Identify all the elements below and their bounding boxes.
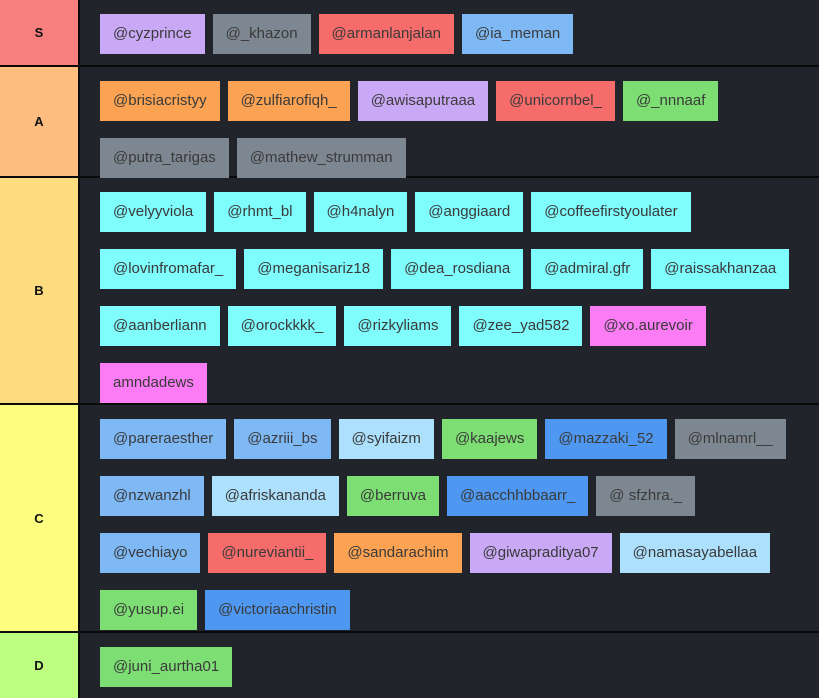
list-item[interactable]: @zee_yad582 (459, 306, 583, 346)
list-item[interactable]: @coffeefirstyoulater (531, 192, 691, 232)
list-item[interactable]: @dea_rosdiana (391, 249, 524, 289)
list-item[interactable]: @giwapraditya07 (469, 533, 612, 573)
list-item[interactable]: @_nnnaaf (622, 81, 719, 121)
list-item[interactable]: @h4nalyn (313, 192, 408, 232)
list-item[interactable]: @aacchhbbaarr_ (446, 476, 589, 516)
tier-items-c: @pareraesther @azriii_bs @syifaizm @kaaj… (80, 405, 819, 631)
tier-items-d: @juni_aurtha01 (80, 633, 819, 698)
list-item[interactable]: @ sfzhra._ (596, 476, 696, 516)
list-item[interactable]: @orockkkk_ (227, 306, 337, 346)
list-item[interactable]: @afriskananda (211, 476, 339, 516)
list-item[interactable]: @mazzaki_52 (545, 419, 667, 459)
list-item[interactable]: @victoriaachristin (205, 590, 350, 630)
list-item[interactable]: @pareraesther (100, 419, 227, 459)
list-item[interactable]: @rhmt_bl (214, 192, 306, 232)
list-item[interactable]: @juni_aurtha01 (100, 647, 233, 687)
list-item[interactable]: @mlnamrl__ (674, 419, 786, 459)
list-item[interactable]: @armanlanjalan (318, 14, 454, 54)
list-item[interactable]: @unicornbel_ (496, 81, 615, 121)
list-item[interactable]: @raissakhanzaa (651, 249, 790, 289)
list-item[interactable]: @admiral.gfr (531, 249, 644, 289)
list-item[interactable]: @brisiacristyy (100, 81, 220, 121)
list-item[interactable]: @mathew_strumman (236, 138, 406, 178)
list-item[interactable]: @meganisariz18 (244, 249, 384, 289)
list-item[interactable]: @nzwanzhl (100, 476, 204, 516)
tier-items-b: @velyyviola @rhmt_bl @h4nalyn @anggiaard… (80, 178, 819, 403)
list-item[interactable]: @azriii_bs (234, 419, 331, 459)
list-item[interactable]: @xo.aurevoir (590, 306, 706, 346)
list-item[interactable]: @_khazon (212, 14, 311, 54)
tier-row-s: S @cyzprince @_khazon @armanlanjalan @ia… (0, 0, 819, 67)
tier-label-s[interactable]: S (0, 0, 80, 65)
tier-items-s: @cyzprince @_khazon @armanlanjalan @ia_m… (80, 0, 819, 65)
tier-items-a: @brisiacristyy @zulfiarofiqh_ @awisaputr… (80, 67, 819, 178)
tier-label-c[interactable]: C (0, 405, 80, 631)
tier-row-c: C @pareraesther @azriii_bs @syifaizm @ka… (0, 405, 819, 633)
list-item[interactable]: @anggiaard (415, 192, 524, 232)
list-item[interactable]: @rizkyliams (344, 306, 452, 346)
list-item[interactable]: @zulfiarofiqh_ (227, 81, 350, 121)
list-item[interactable]: @sandarachim (334, 533, 462, 573)
tier-label-b[interactable]: B (0, 178, 80, 403)
tier-row-b: B @velyyviola @rhmt_bl @h4nalyn @anggiaa… (0, 178, 819, 405)
list-item[interactable]: @ia_meman (462, 14, 574, 54)
list-item[interactable]: @yusup.ei (100, 590, 198, 630)
tier-row-a: A @brisiacristyy @zulfiarofiqh_ @awisapu… (0, 67, 819, 178)
list-item[interactable]: @kaajews (441, 419, 538, 459)
list-item[interactable]: @nureviantii_ (208, 533, 327, 573)
tier-label-d[interactable]: D (0, 633, 80, 698)
list-item[interactable]: @putra_tarigas (100, 138, 229, 178)
list-item[interactable]: @cyzprince (100, 14, 205, 54)
list-item[interactable]: @lovinfromafar_ (100, 249, 237, 289)
tier-row-d: D @juni_aurtha01 (0, 633, 819, 698)
list-item[interactable]: @berruva (346, 476, 439, 516)
list-item[interactable]: @awisaputraaa (357, 81, 489, 121)
list-item[interactable]: @syifaizm (338, 419, 434, 459)
list-item[interactable]: @namasayabellaa (619, 533, 771, 573)
list-item[interactable]: @velyyviola (100, 192, 207, 232)
tier-label-a[interactable]: A (0, 67, 80, 176)
list-item[interactable]: @vechiayo (100, 533, 201, 573)
list-item[interactable]: @aanberliann (100, 306, 220, 346)
list-item[interactable]: amndadews (100, 363, 207, 403)
